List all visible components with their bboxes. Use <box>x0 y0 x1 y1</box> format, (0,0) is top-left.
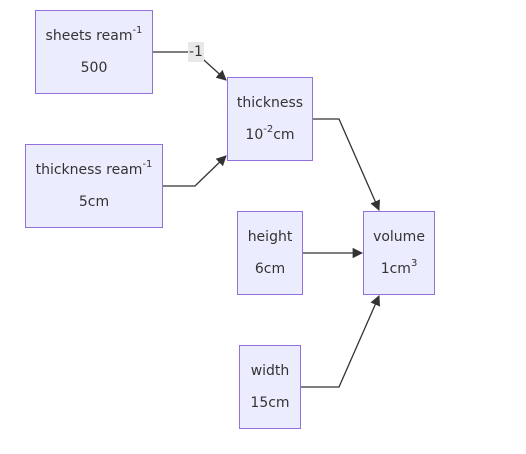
edge-thickness-ream-to-thickness <box>163 155 227 187</box>
node-name: thickness <box>236 95 304 111</box>
node-name: volume <box>373 229 425 245</box>
edge-thickness-to-volume <box>313 118 380 211</box>
node-volume[interactable]: volume 1cm3 <box>363 211 435 295</box>
node-name: sheets ream-1 <box>45 25 143 44</box>
node-sheets-per-ream[interactable]: sheets ream-1 500 <box>35 10 153 94</box>
node-name: thickness ream-1 <box>35 159 153 178</box>
node-width[interactable]: width 15cm <box>239 345 301 429</box>
edge-label-sheets-to-thickness: -1 <box>188 42 204 62</box>
node-name: height <box>247 229 293 245</box>
node-thickness[interactable]: thickness 10-2cm <box>227 77 313 161</box>
node-value: 500 <box>80 60 108 76</box>
node-name: width <box>250 363 290 379</box>
node-value: 10-2cm <box>245 124 295 143</box>
node-height[interactable]: height 6cm <box>237 211 303 295</box>
node-thickness-per-ream[interactable]: thickness ream-1 5cm <box>25 144 163 228</box>
node-value: 6cm <box>254 261 286 277</box>
node-value: 15cm <box>250 395 290 411</box>
node-value: 1cm3 <box>380 258 418 277</box>
node-value: 5cm <box>78 194 110 210</box>
edge-width-to-volume <box>301 295 380 388</box>
